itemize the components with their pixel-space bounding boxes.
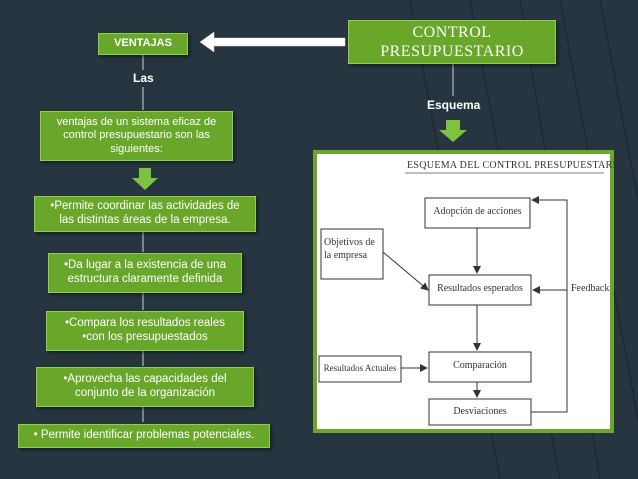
desviaciones-text: Desviaciones xyxy=(453,406,507,417)
benefit-box-4: •Aprovecha las capacidades del conjunto … xyxy=(36,367,254,407)
control-title-line2: PRESUPUESTARIO xyxy=(380,43,524,60)
intro-text: ventajas de un sistema eficaz de control… xyxy=(56,116,217,155)
ventajas-box: VENTAJAS xyxy=(98,33,188,55)
comparacion-box xyxy=(428,351,532,383)
scheme-title: ESQUEMA DEL CONTROL PRESUPUESTARIO xyxy=(407,160,624,171)
resultados-esperados-box xyxy=(428,274,532,306)
benefit-text-1: •Permite coordinar las actividades de la… xyxy=(50,200,240,226)
benefit-box-2: •Da lugar a la existencia de una estruct… xyxy=(48,253,242,293)
adopcion-box xyxy=(424,197,531,229)
ventajas-label: VENTAJAS xyxy=(114,37,172,50)
benefit-box-3: •Compara los resultados reales •con los … xyxy=(46,311,244,351)
adopcion-text: Adopción de acciones xyxy=(433,206,522,217)
benefit-text-2: •Da lugar a la existencia de una estruct… xyxy=(64,259,226,285)
desviaciones-box xyxy=(428,398,532,426)
resultados-actuales-text: Resultados Actuales xyxy=(323,363,397,373)
benefit-box-1: •Permite coordinar las actividades de la… xyxy=(34,196,256,232)
comparacion-text: Comparación xyxy=(453,360,507,371)
intro-box: ventajas de un sistema eficaz de control… xyxy=(40,111,233,161)
control-presupuestario-box: CONTROL PRESUPUESTARIO xyxy=(348,20,556,64)
objetivos-box xyxy=(320,228,384,280)
arrow-down-icon-ventajas xyxy=(132,168,158,190)
feedback-text: Feedback xyxy=(571,283,610,294)
esquema-label: Esquema xyxy=(427,98,481,112)
benefit-text-4: •Aprovecha las capacidades del conjunto … xyxy=(63,373,227,399)
benefit-text-5: • Permite identificar problemas potencia… xyxy=(33,429,255,442)
arrow-down-icon-esquema xyxy=(439,120,467,142)
resultados-esperados-text: Resultados esperados xyxy=(437,283,523,294)
resultados-actuales-box xyxy=(318,355,402,383)
arrow-left-icon xyxy=(199,31,346,53)
scheme-panel: ESQUEMA DEL CONTROL PRESUPUESTARIO Adopc… xyxy=(313,150,623,433)
objetivos-text: Objetivos de la empresa xyxy=(324,237,375,261)
control-title-line1: CONTROL xyxy=(412,23,492,41)
benefit-text-3: •Compara los resultados reales •con los … xyxy=(65,317,225,343)
benefit-box-5: • Permite identificar problemas potencia… xyxy=(18,424,270,448)
las-label: Las xyxy=(133,71,154,85)
